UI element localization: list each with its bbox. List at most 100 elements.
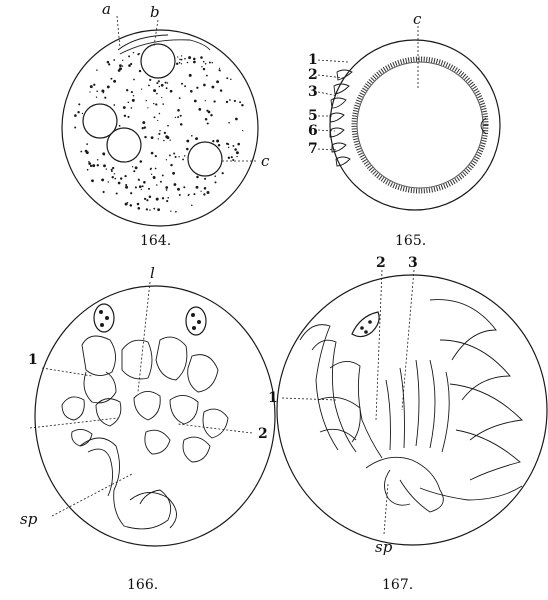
granule [153, 207, 156, 210]
granule [74, 114, 77, 117]
granule [165, 87, 168, 90]
granule [161, 174, 164, 177]
granule [193, 99, 197, 103]
granule [143, 126, 147, 129]
granule [154, 167, 157, 170]
granule [200, 56, 203, 59]
granule [232, 158, 235, 162]
label-a: a [102, 0, 111, 18]
granule [96, 69, 98, 71]
granule [157, 80, 160, 83]
granule [145, 99, 147, 102]
granule [101, 89, 105, 93]
granule [202, 67, 206, 71]
granule [157, 119, 159, 122]
granule [204, 118, 208, 121]
granule [129, 204, 133, 207]
granule [134, 166, 138, 170]
granule [177, 56, 179, 58]
granule [230, 156, 233, 159]
figure-caption: 164. [140, 233, 171, 249]
granule [146, 199, 149, 202]
granule [227, 156, 231, 160]
granule [147, 107, 149, 109]
granule [134, 186, 137, 189]
granule [178, 61, 181, 64]
granule [198, 108, 202, 111]
granule [218, 67, 221, 70]
granule [161, 197, 165, 200]
granule [89, 91, 91, 93]
granule [130, 107, 133, 109]
granule [153, 89, 157, 93]
eye-spot [93, 303, 115, 333]
granule [95, 96, 98, 98]
granule [114, 177, 117, 180]
granule [225, 142, 229, 145]
granule [183, 155, 186, 157]
granule [193, 57, 196, 61]
granule [106, 60, 110, 64]
granule [117, 181, 121, 185]
granule [159, 180, 162, 183]
granule [102, 190, 105, 194]
granule [166, 136, 170, 140]
granule [221, 172, 224, 175]
figure-caption: 166. [127, 577, 158, 593]
granule [175, 62, 179, 66]
granule [180, 63, 183, 65]
granule [84, 149, 88, 153]
granule [219, 89, 223, 92]
granule [216, 139, 220, 143]
granule [128, 64, 131, 67]
granule [178, 194, 181, 196]
granule [132, 95, 135, 97]
granule [203, 83, 206, 87]
label-1: 1 [308, 52, 318, 68]
granule [169, 139, 171, 141]
granule [189, 89, 193, 93]
granule [115, 192, 118, 195]
granule [178, 156, 180, 158]
granule [167, 124, 169, 127]
label-sp: sp [375, 538, 393, 556]
granule [108, 63, 111, 66]
granule [177, 187, 180, 191]
granule [156, 82, 159, 85]
label-b: b [150, 3, 160, 21]
granule [133, 78, 135, 81]
figure-167: 2 3 1 sp 167. [268, 255, 548, 593]
granule [128, 55, 131, 58]
granule [234, 148, 237, 151]
granule [131, 98, 135, 102]
granule [136, 202, 140, 206]
granule [179, 114, 182, 117]
granule [124, 202, 128, 206]
granule [239, 101, 242, 104]
label-5: 5 [308, 108, 318, 124]
label-1: 1 [268, 390, 278, 406]
granule [80, 150, 83, 153]
granule [92, 164, 96, 168]
granule [181, 82, 183, 85]
figure-caption: 165. [395, 233, 426, 249]
label-2: 2 [376, 255, 386, 271]
granule [229, 99, 231, 101]
granule [212, 139, 215, 143]
granule [168, 154, 171, 157]
figure-164: a b c 164. [61, 0, 270, 249]
granule [157, 208, 160, 212]
granule [206, 191, 210, 194]
granule [147, 187, 151, 190]
granule [235, 151, 239, 155]
granule [170, 163, 173, 167]
label-sp: sp [20, 510, 38, 528]
granule [138, 185, 142, 188]
granule [165, 189, 168, 191]
granule [81, 112, 84, 115]
granule [157, 138, 159, 140]
granule [138, 69, 142, 73]
granule [118, 124, 121, 127]
granule [130, 192, 133, 195]
